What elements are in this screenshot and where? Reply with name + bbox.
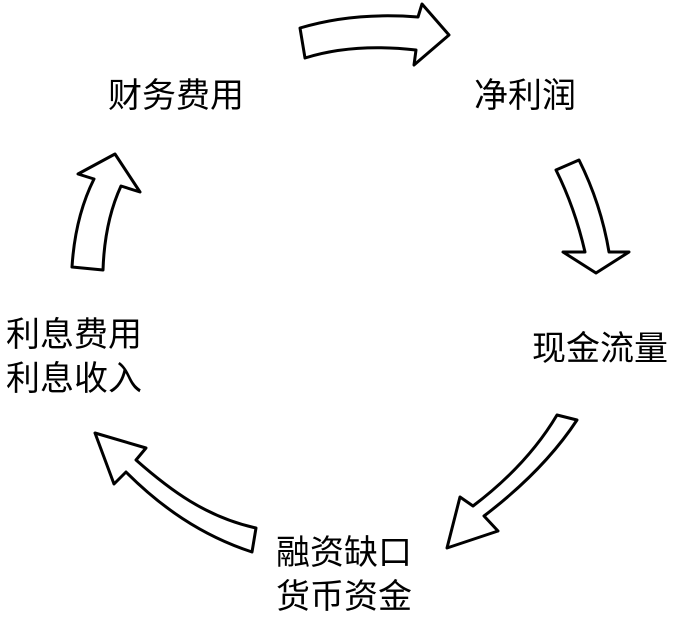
arrow-cash-to-funding — [445, 413, 579, 550]
arrow-finance-to-profit — [298, 2, 451, 67]
cash-flow-label: 现金流量 — [532, 329, 668, 369]
node-interest: 利息费用 利息收入 — [6, 313, 142, 401]
net-profit-label: 净利润 — [474, 76, 576, 116]
node-cash-flow: 现金流量 — [532, 327, 668, 371]
monetary-funds-label: 货币资金 — [276, 577, 412, 617]
arrow-profit-to-cash — [554, 158, 631, 275]
arrow-interest-to-finance — [70, 152, 142, 272]
arrow-funding-to-interest — [93, 431, 258, 554]
node-net-profit: 净利润 — [474, 74, 576, 118]
node-funding: 融资缺口 货币资金 — [276, 531, 412, 619]
funding-gap-label: 融资缺口 — [276, 533, 412, 573]
node-finance-cost: 财务费用 — [108, 74, 244, 118]
interest-expense-label: 利息费用 — [6, 315, 142, 355]
interest-income-label: 利息收入 — [6, 359, 142, 399]
finance-cost-label: 财务费用 — [108, 76, 244, 116]
